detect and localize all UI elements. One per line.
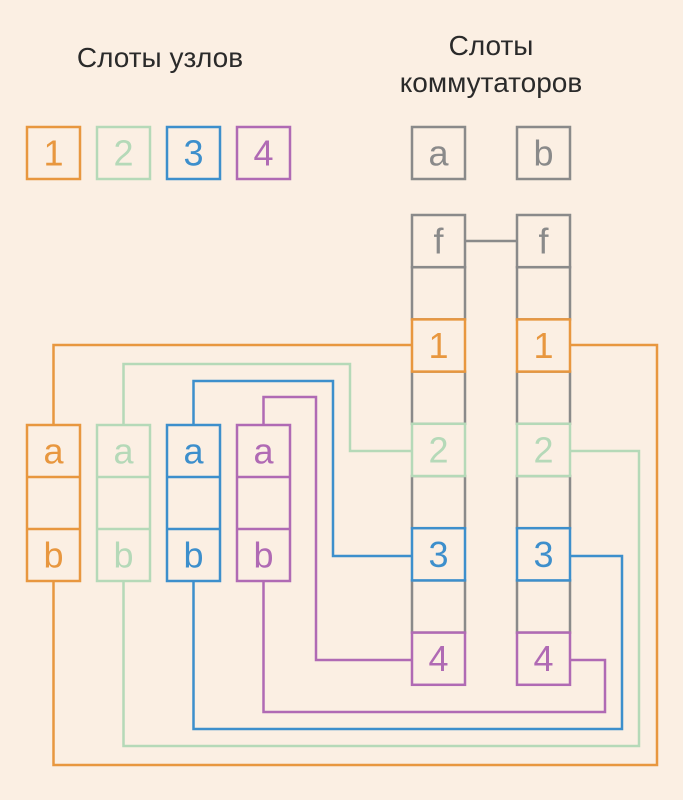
wire-node3-b [192,554,624,731]
switch-a-slot-label-1: 1 [428,325,448,366]
wire-node4-a [262,395,412,662]
switch-column-a: f 1 2 3 4 [410,213,467,687]
node2-port-b: b [113,535,133,576]
wire-node4-b [262,581,607,714]
switch-slots-title-line2: коммутаторов [400,67,583,98]
switch-a-slot-label-2: 2 [428,429,448,470]
switch-legend: a b [410,125,572,181]
node-column-1: a b [25,423,82,583]
node-column-3: a b [165,423,222,583]
switch-a-slot-label-4: 4 [428,638,448,679]
wire-node3-a [192,379,412,558]
switch-b-slot-2 [515,422,572,478]
switch-b-slot-1 [515,318,572,373]
legend-node-4: 4 [253,133,273,174]
wire-node1-b [52,343,659,767]
connection-wires [52,239,659,767]
switch-slots-title-line1: Слоты [449,30,534,61]
switch-b-slot-label-2: 2 [533,429,553,470]
switch-column-b: f 1 2 3 4 [515,213,572,687]
switch-a-slot-label-3: 3 [428,534,448,575]
node-legend: 1 2 3 4 [25,125,292,181]
node4-port-a: a [253,431,274,472]
switch-b-slot-label-4: 4 [533,638,553,679]
legend-switch-b: b [533,133,553,174]
legend-node-3: 3 [183,133,203,174]
switch-a-slot-2 [410,422,467,478]
switch-b-slot-3 [515,526,572,582]
switch-b-slot-label-3: 3 [533,534,553,575]
switch-a-slot-3 [410,526,467,582]
node-column-2: a b [95,423,152,583]
wire-node1-a [52,343,412,425]
node3-port-b: b [183,535,203,576]
switch-b-slot-label-f: f [538,221,549,262]
switch-a-slot-4 [410,631,467,687]
legend-node-1: 1 [43,133,63,174]
node-slots-title: Слоты узлов [77,42,243,73]
switch-b-slot-label-1: 1 [533,325,553,366]
legend-node-2: 2 [113,133,133,174]
wire-node2-b [122,449,641,748]
switch-b-slot-4 [515,631,572,687]
switch-a-slot-1 [410,318,467,373]
node1-port-a: a [43,431,64,472]
node-column-4: a b [235,423,292,583]
wire-node2-a [122,362,412,453]
node2-port-a: a [113,431,134,472]
node4-port-b: b [253,535,273,576]
node1-port-b: b [43,535,63,576]
switch-a-slot-label-f: f [433,221,444,262]
node3-port-a: a [183,431,204,472]
legend-switch-a: a [428,133,449,174]
